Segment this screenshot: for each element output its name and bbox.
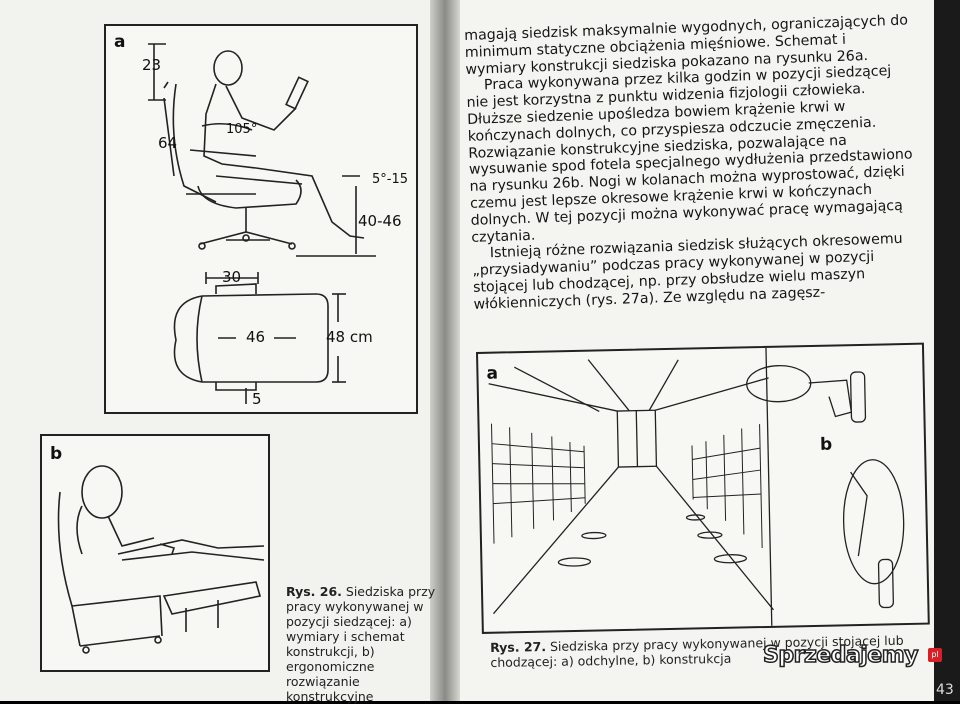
page-number: 43	[936, 682, 954, 698]
caption-rys26: Rys. 26. Siedziska przy pracy wykonywane…	[286, 584, 436, 704]
dimension-5: 5	[252, 390, 262, 408]
page-edge	[934, 0, 960, 701]
figure-26a: a	[104, 24, 418, 414]
chair-side-view-illustration	[148, 43, 376, 404]
dimension-23: 23	[142, 56, 162, 74]
dimension-height: 40-46	[358, 212, 402, 230]
figure-26b: b	[40, 434, 270, 672]
paragraph: Praca wykonywana przez kilka godzin w po…	[466, 63, 913, 246]
reclining-chair-illustration	[57, 465, 265, 654]
caption-number: Rys. 27.	[490, 639, 547, 655]
body-text: magają siedzisk maksymalnie wygodnych, o…	[464, 13, 918, 314]
dimension-64: 64	[158, 134, 178, 152]
dimension-tilt: 5°-15	[372, 172, 409, 187]
watermark: Sprzedajemy	[762, 642, 919, 669]
dimension-30: 30	[222, 268, 242, 286]
caption-text: Siedziska przy pracy wykonywanej w pozyc…	[286, 584, 436, 704]
book-gutter	[430, 0, 460, 701]
watermark-badge: pl	[928, 648, 942, 662]
figure-label: b	[50, 444, 63, 464]
dimension-48: 48 cm	[326, 328, 373, 346]
figure-label: a	[114, 32, 126, 52]
dimension-angle: 105°	[226, 122, 258, 137]
figure-27: a b	[476, 342, 930, 634]
caption-number: Rys. 26.	[286, 584, 342, 599]
dimension-46: 46	[246, 328, 266, 346]
factory-aisle-illustration	[488, 347, 905, 626]
